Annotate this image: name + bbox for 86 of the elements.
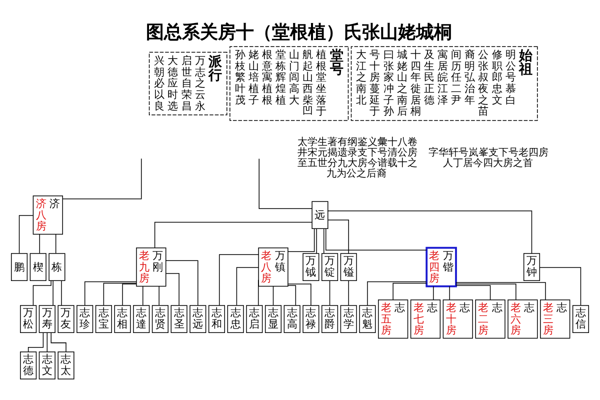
connector [392,282,427,300]
connector [348,280,349,306]
connector [50,332,66,352]
node-box: 志贤 [152,305,168,334]
node-box: 志禄 [302,305,320,334]
connector [158,286,160,306]
connector [32,280,52,306]
connector [166,273,180,306]
connector [328,220,349,254]
connector [52,280,54,306]
connector [122,284,137,306]
node-box: 万寿 [38,305,56,334]
connector [258,280,259,306]
connector [272,286,274,306]
node-box: 大江之南北 号十房蔓延于 曰张家冲子孙 城姥山之南后 十四年徙居桐 及生民正德 寓居皖江泽 间历任二尹 裔明弘治年 公张叔夜之苗 修职郎忠文 明公号慕白 始祖 [350,46,538,121]
node-box: 万友 [58,305,74,334]
connector [61,280,62,306]
label: 太学生著有纲鉴义彙十八卷井宋元揭遗录支下号清公房至五世分九大房今谱载十之九为公之后裔 [297,136,418,180]
node-box: 老六房 志 [508,299,538,339]
node-box: 志宝 [95,305,112,334]
label: 字华轩号岚峯支下号老四房人丁居今四大房之首 [428,147,548,170]
node-box: 鹏 [10,253,28,282]
node-box: 志圣 [170,305,188,334]
connector [323,228,324,254]
connector [55,234,56,254]
connector [329,280,330,306]
node-box: 志高 [284,305,300,334]
node-box: 老四房 万锴 [426,246,457,288]
node-box: 志達 [133,305,150,334]
node-box: 万钟 [523,253,540,282]
connector [316,228,317,254]
connector [154,222,312,248]
connector [367,281,427,306]
node-box: 志远 [190,305,206,334]
node-box: 老五房 志 [378,299,408,339]
node-box: 栋 [48,253,66,282]
connector [103,282,137,306]
node-box: 志德 [20,351,37,380]
node-box: 老八房 万镇 [258,247,288,287]
connector [258,158,312,210]
node-box: 万松 [20,305,37,334]
node-box: 志忠 [227,305,244,334]
node-box: 济八房 济 [32,195,63,235]
node-box: 老九房 万刚 [136,247,166,287]
connector [62,158,142,200]
connector [539,267,582,306]
node-box: 志信 [572,305,590,334]
node-box: 老七房 志 [410,299,441,339]
node-box: 志显 [264,305,282,334]
connector [433,286,434,300]
diagram-title: 图总系关房十（堂根植）氏张山姥城桐 [146,22,452,43]
node-box: 老二房 志 [475,299,506,339]
connector [166,260,198,306]
node-box: 志文 [38,351,56,380]
node-box: 老三房 志 [540,299,570,339]
node-box: 楔 [30,253,46,282]
node-box: 志和 [208,305,226,334]
connector [218,254,259,306]
connector [84,281,137,306]
node-box: 老十房 志 [442,299,473,339]
connector [288,228,315,252]
connector [236,267,259,306]
connector [39,234,40,254]
node-box: 志相 [114,305,131,334]
connector [456,285,491,300]
connector [326,228,427,250]
node-box: 万镒 [340,253,357,282]
node-box: 志珍 [76,305,94,334]
node-box: 远 [312,201,328,230]
connector [46,332,48,352]
node-box: 志爵 [321,305,338,334]
connector [142,286,144,306]
connector [328,210,532,254]
connector [456,282,546,300]
connector [28,332,44,352]
node-box: 志太 [58,351,74,380]
node-box: 志魁 [359,305,376,334]
connector [456,284,516,300]
connector [288,285,296,306]
connector [288,284,312,306]
connector [449,286,450,300]
connector [18,215,34,254]
node-box: 万钺 [302,253,320,282]
node-box: 志学 [340,305,357,334]
node-box: 万锭 [321,253,338,282]
node-box: 志启 [246,305,263,334]
